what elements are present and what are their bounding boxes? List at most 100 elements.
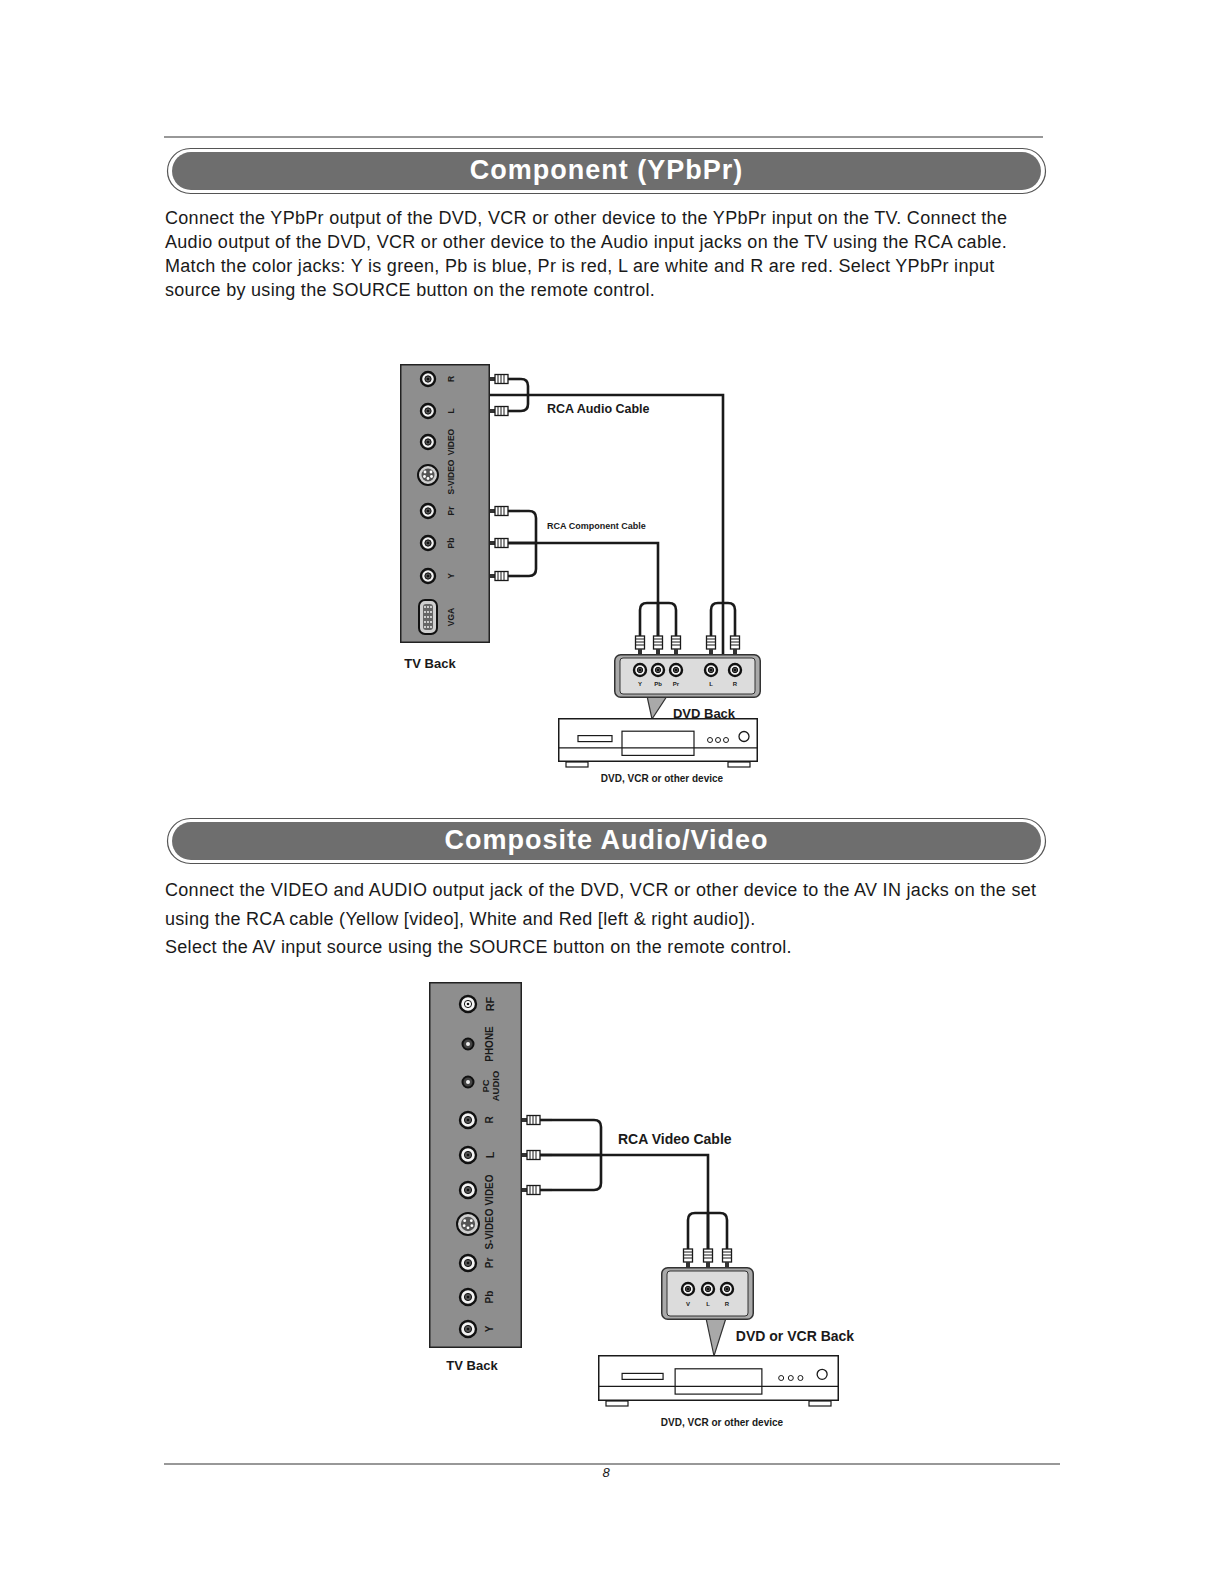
mini-jack xyxy=(463,1039,474,1050)
rca-jack xyxy=(705,664,717,676)
rca-plug xyxy=(654,624,663,654)
rca-jack xyxy=(702,1283,714,1295)
rca-jack xyxy=(460,1255,476,1271)
jack-label: L xyxy=(706,1301,710,1308)
jack-label: R xyxy=(484,1116,496,1123)
page-number: 8 xyxy=(596,1465,616,1481)
jack-label: Pb xyxy=(484,1291,496,1304)
jack-label: Y xyxy=(638,681,642,688)
node-outline xyxy=(558,718,758,768)
rca-jack xyxy=(421,435,435,449)
rca-jack xyxy=(460,1182,476,1198)
jack-label: Pb xyxy=(654,681,662,688)
rca-cable xyxy=(490,395,723,654)
jack-label: Pr xyxy=(673,681,679,688)
callout-pointer xyxy=(647,696,667,719)
node-outline xyxy=(429,982,522,1348)
rca-plug xyxy=(522,1116,552,1125)
jack-label: Y xyxy=(484,1326,496,1333)
svideo-jack xyxy=(418,465,438,485)
rca-plug xyxy=(490,539,520,548)
rca-jack xyxy=(460,1147,476,1163)
device-back-panel: DVD or VCR BackVLR xyxy=(661,1267,754,1320)
rca-plug xyxy=(522,1151,552,1160)
coax-jack xyxy=(460,996,476,1012)
rca-jack xyxy=(460,1289,476,1305)
panel-caption: TV Back xyxy=(446,1359,497,1374)
mini-jack xyxy=(463,1077,474,1088)
rca-plug xyxy=(490,507,520,516)
jack-label: Pb xyxy=(447,538,457,549)
cable-label: RCA Audio Cable xyxy=(545,402,652,416)
jack-label: VGA xyxy=(447,608,457,626)
rca-jack xyxy=(670,664,682,676)
rca-jack xyxy=(634,664,646,676)
rca-jack xyxy=(460,1321,476,1337)
rca-cable xyxy=(490,543,658,654)
rca-jack xyxy=(721,1283,733,1295)
jack-label: S-VIDEO xyxy=(484,1208,496,1249)
instruction-text: Select the AV input source using the SOU… xyxy=(165,933,1050,962)
callout-pointer xyxy=(706,1318,726,1356)
rca-jack xyxy=(421,569,435,583)
dvd-player-drawing: DVD, VCR or other device xyxy=(558,718,758,768)
jack-label: Y xyxy=(447,573,457,579)
rca-plug xyxy=(704,1236,713,1267)
panel-caption: TV Back xyxy=(404,657,455,672)
cable-label: RCA Video Cable xyxy=(616,1131,734,1147)
rca-jack xyxy=(421,372,435,386)
cable-label: RCA Component Cable xyxy=(545,521,648,531)
page-rule xyxy=(164,1463,1060,1464)
section-heading-band: Component (YPbPr) xyxy=(167,148,1046,194)
rca-plug xyxy=(490,572,520,581)
panel-caption: DVD, VCR or other device xyxy=(601,773,723,785)
page-rule xyxy=(164,136,1043,137)
rca-plug xyxy=(672,624,681,654)
section-title: Composite Audio/Video xyxy=(444,825,768,856)
dvd-player-drawing: DVD, VCR or other device xyxy=(598,1355,839,1407)
jack-label: VIDEO xyxy=(484,1174,496,1205)
node-outline xyxy=(661,1267,754,1320)
rca-plug xyxy=(723,1236,732,1267)
jack-label: R xyxy=(733,681,737,688)
jack-label: L xyxy=(484,1152,497,1159)
jack-label: Pr xyxy=(484,1258,496,1269)
section-title: Component (YPbPr) xyxy=(470,155,744,186)
jack-label: L xyxy=(709,681,713,688)
vga-jack xyxy=(419,600,437,634)
rca-jack xyxy=(652,664,664,676)
rca-jack xyxy=(421,536,435,550)
instruction-text: Connect the YPbPr output of the DVD, VCR… xyxy=(165,206,1050,302)
node-outline xyxy=(598,1355,839,1407)
rca-plug xyxy=(707,624,716,654)
svideo-jack xyxy=(457,1213,479,1235)
panel-caption: DVD or VCR Back xyxy=(736,1328,854,1344)
rca-plug xyxy=(490,407,520,416)
jack-label: L xyxy=(447,408,457,413)
device-back-panel: DVD BackYPbPrLR xyxy=(614,654,761,698)
rca-plug xyxy=(490,375,520,384)
jack-label: PHONE xyxy=(484,1026,496,1062)
rca-jack xyxy=(421,504,435,518)
section-heading-band: Composite Audio/Video xyxy=(167,818,1046,864)
node-outline xyxy=(400,364,490,643)
jack-label: S-VIDEO xyxy=(447,460,457,495)
rca-jack xyxy=(421,404,435,418)
jack-label: R xyxy=(725,1301,729,1308)
rca-plug xyxy=(684,1236,693,1267)
jack-label: PC AUDIO xyxy=(481,1066,500,1106)
rca-jack xyxy=(729,664,741,676)
jack-label: R xyxy=(447,376,457,382)
rca-plug xyxy=(636,624,645,654)
jack-label: Pr xyxy=(447,507,457,516)
jack-label: V xyxy=(686,1301,690,1308)
rca-jack xyxy=(460,1112,476,1128)
tv-back-panel: TV BackRFPHONEPC AUDIORLVIDEOS-VIDEOPrPb… xyxy=(429,982,522,1348)
rca-plug xyxy=(522,1186,552,1195)
rca-plug xyxy=(731,624,740,654)
rca-jack xyxy=(682,1283,694,1295)
jack-label: VIDEO xyxy=(447,429,457,455)
instruction-text: Connect the VIDEO and AUDIO output jack … xyxy=(165,876,1050,934)
tv-back-panel: TV BackRLVIDEOS-VIDEOPrPbYVGA xyxy=(400,364,490,643)
